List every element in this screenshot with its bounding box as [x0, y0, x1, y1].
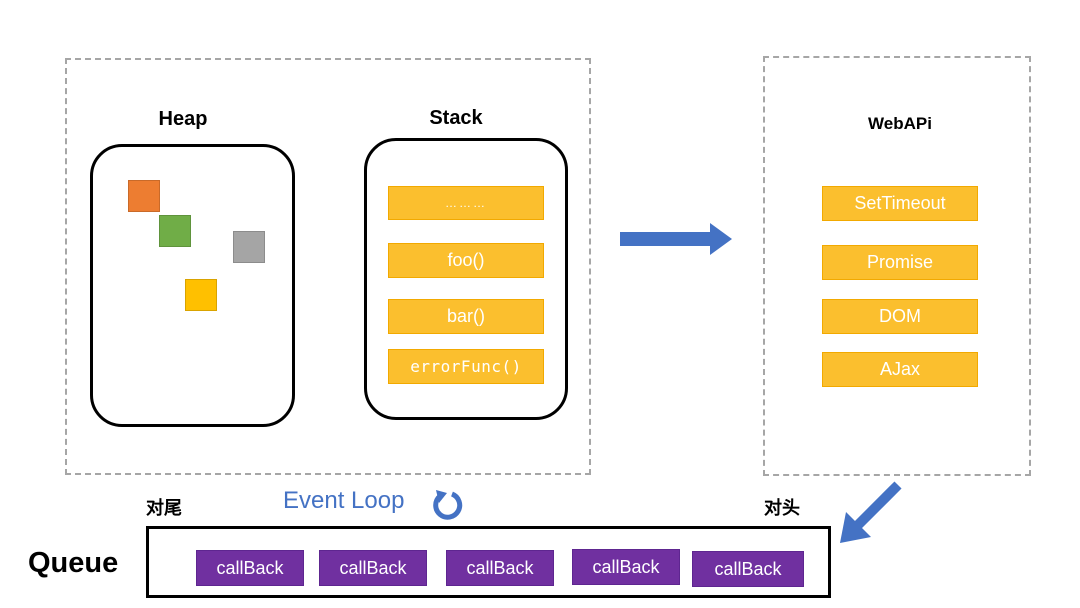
heap-title: Heap: [158, 108, 208, 130]
heap-object-gray: [233, 231, 265, 263]
heap-object-yellow: [185, 279, 217, 311]
queue-callback: callBack: [319, 550, 427, 586]
webapi-title: WebAPi: [868, 114, 932, 133]
refresh-icon: [433, 490, 463, 520]
stack-frame: bar(): [388, 299, 544, 334]
queue-callback: callBack: [196, 550, 304, 586]
heap-box: [90, 144, 295, 427]
stack-frame: ………: [388, 186, 544, 220]
webapi-container: [763, 56, 1031, 476]
stack-frame: foo(): [388, 243, 544, 278]
queue-callback: callBack: [446, 550, 554, 586]
queue-head-label: 对头: [764, 498, 800, 518]
queue-callback: callBack: [692, 551, 804, 587]
runtime-container: [65, 58, 591, 475]
arrow-down-left-icon: [840, 481, 902, 543]
stack-box: [364, 138, 568, 420]
queue-label: Queue: [28, 547, 119, 579]
queue-callback: callBack: [572, 549, 680, 585]
webapi-item: DOM: [822, 299, 978, 334]
heap-object-orange: [128, 180, 160, 212]
event-loop-label: Event Loop: [283, 487, 405, 514]
stack-title: Stack: [429, 107, 483, 129]
stack-frame: errorFunc(): [388, 349, 544, 384]
webapi-item: Promise: [822, 245, 978, 280]
arrow-right-icon: [620, 223, 732, 255]
webapi-item: SetTimeout: [822, 186, 978, 221]
queue-box: [146, 526, 831, 598]
heap-object-green: [159, 215, 191, 247]
queue-tail-label: 对尾: [146, 498, 182, 518]
webapi-item: AJax: [822, 352, 978, 387]
